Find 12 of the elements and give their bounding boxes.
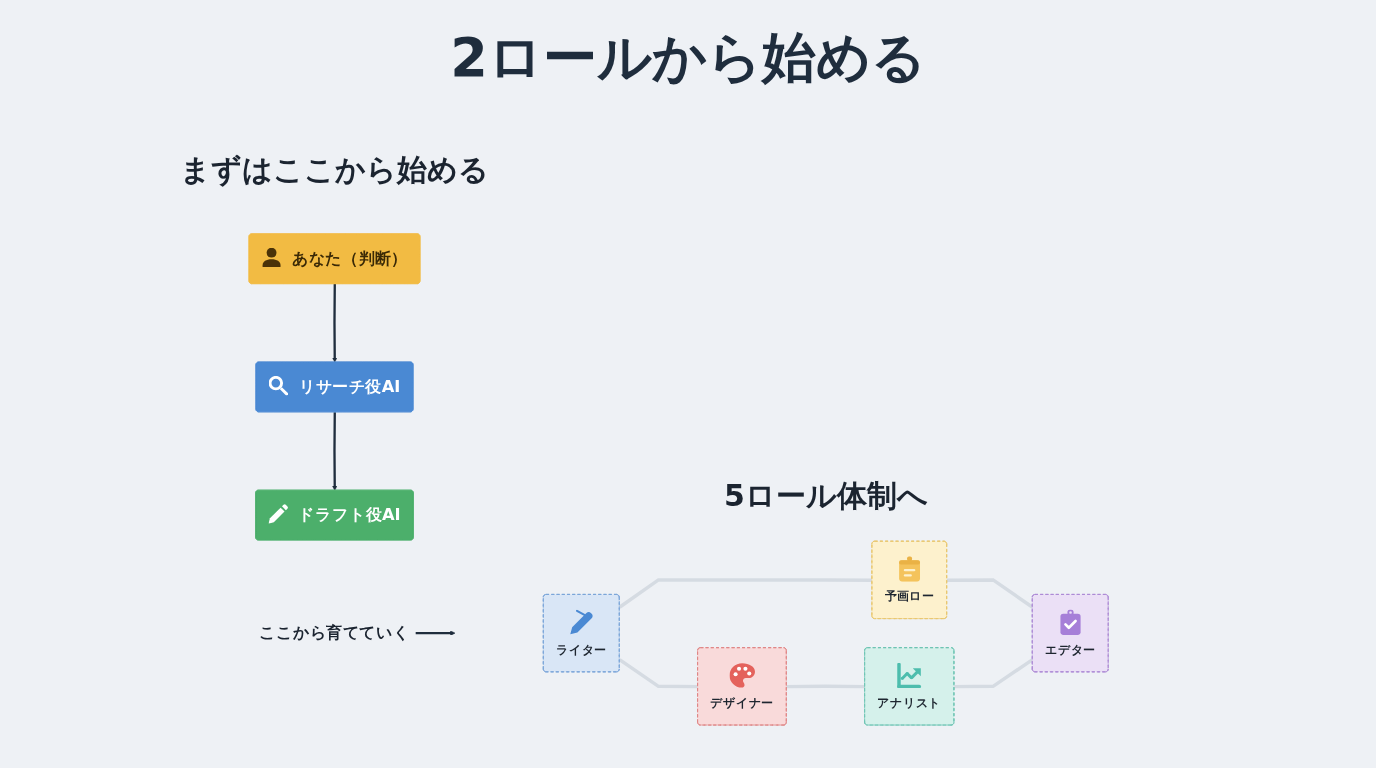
connector xyxy=(618,578,873,609)
connector xyxy=(954,658,1034,689)
connector xyxy=(618,658,698,689)
section-heading: まずはここから始める xyxy=(180,151,489,189)
node-text: ここから育てていく xyxy=(259,623,410,643)
title: 2ロールから始める xyxy=(450,26,926,91)
connector xyxy=(786,684,865,689)
section-heading: 5ロール体制へ xyxy=(724,477,928,515)
arrow xyxy=(415,630,456,636)
arrow xyxy=(332,283,338,363)
arrow xyxy=(332,412,338,491)
connector xyxy=(946,578,1034,609)
